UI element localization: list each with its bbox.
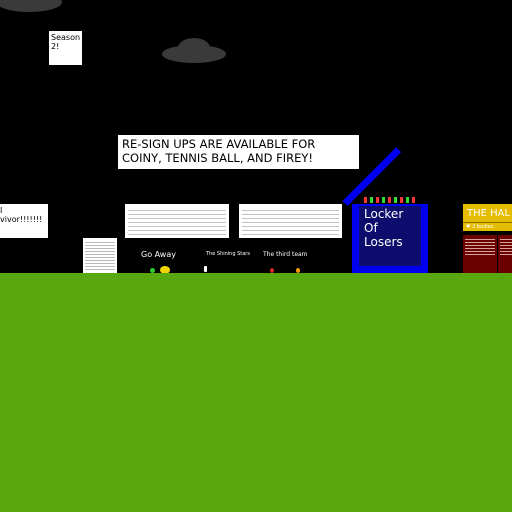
hall-card-1	[463, 235, 497, 273]
hall-card-2-text-block	[500, 237, 512, 255]
announcement-text: RE-SIGN UPS ARE AVAILABLE FOR COINY, TEN…	[122, 137, 316, 165]
stage-shining-stars-label: The Shining Stars	[206, 251, 250, 257]
stage-third-team-label: The third team	[263, 251, 308, 258]
season-sign-text: Season 2!	[51, 33, 81, 51]
character-red	[270, 268, 274, 273]
character-white	[204, 266, 207, 272]
small-note-sign	[83, 238, 117, 273]
locker-label-line-3: Losers	[364, 235, 403, 249]
announcement-sign: RE-SIGN UPS ARE AVAILABLE FOR COINY, TEN…	[118, 135, 359, 169]
small-note-text-block	[85, 240, 115, 271]
locker-window	[359, 206, 421, 266]
cloud-middle-puff	[178, 38, 210, 58]
rules-sign-1	[125, 204, 229, 238]
character-orange	[296, 268, 300, 273]
locker-label-line-2: Of	[364, 221, 378, 235]
hall-card-1-text-block	[465, 237, 495, 255]
season-sign: Season 2!	[49, 31, 82, 65]
hall-subtitle-bar: ♥ 2 bodies	[463, 222, 512, 231]
hall-card-2	[498, 235, 512, 273]
grass-ground	[0, 273, 512, 512]
character-green	[150, 268, 155, 273]
locker-label: Locker Of Losers	[364, 207, 403, 249]
hall-title-sign: THE HAL	[463, 204, 512, 223]
stage-go-away-label: Go Away	[141, 250, 176, 259]
locker-top-items	[364, 197, 416, 203]
locker-of-losers: Locker Of Losers	[352, 204, 428, 273]
locker-label-line-1: Locker	[364, 207, 404, 221]
character-yellow	[160, 266, 170, 274]
left-sign-line-1: I	[0, 206, 3, 215]
rules-sign-2-text-block	[242, 207, 339, 235]
rules-sign-1-text-block	[128, 207, 226, 235]
cloud-top-left-puff	[18, 0, 48, 8]
left-sign: I vivor!!!!!!!	[0, 204, 48, 238]
left-sign-line-2: vivor!!!!!!!	[0, 215, 43, 224]
rules-sign-2	[239, 204, 342, 238]
